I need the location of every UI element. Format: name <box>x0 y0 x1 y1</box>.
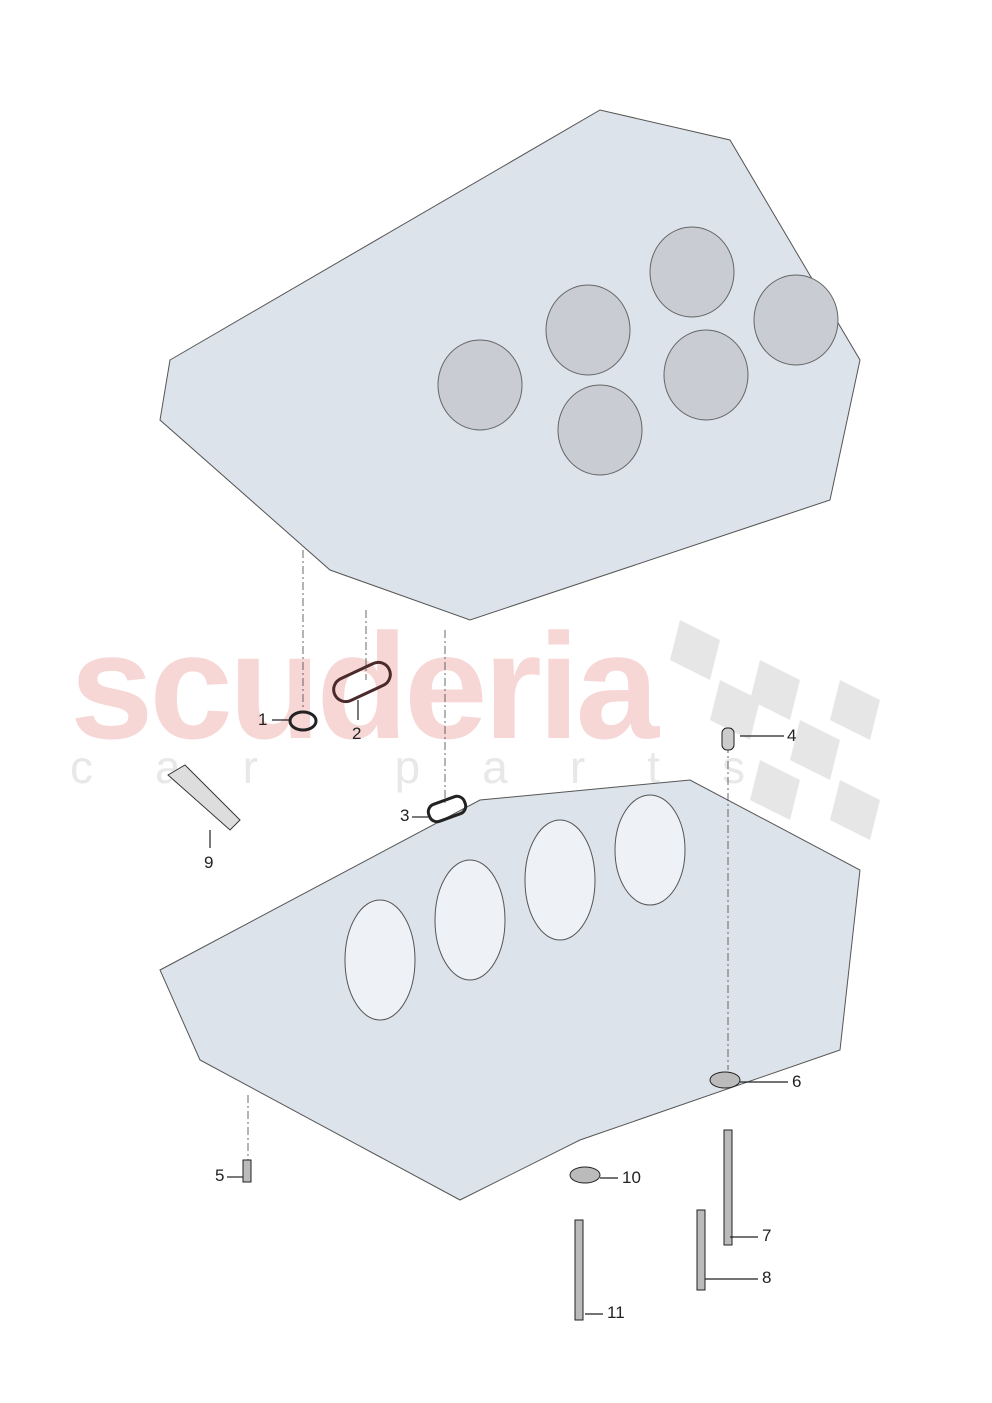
sleeve-4 <box>721 727 735 751</box>
callout-10[interactable]: 10 <box>622 1168 641 1187</box>
callout-2[interactable]: 2 <box>352 724 362 743</box>
callout-8[interactable]: 8 <box>762 1268 772 1287</box>
sealant-tube-9 <box>167 764 241 831</box>
gasket-3 <box>426 794 468 824</box>
o-ring-1 <box>288 710 318 732</box>
callout-3[interactable]: 3 <box>400 806 410 825</box>
crankcase-lower <box>159 779 861 1201</box>
callout-11[interactable]: 11 <box>607 1303 625 1322</box>
callout-9[interactable]: 9 <box>204 853 214 872</box>
callout-5[interactable]: 5 <box>215 1166 225 1185</box>
callout-1[interactable]: 1 <box>258 710 268 729</box>
bolts <box>242 1071 741 1321</box>
callout-4[interactable]: 4 <box>787 726 797 745</box>
callout-7[interactable]: 7 <box>762 1226 772 1245</box>
gasket-2 <box>332 660 392 704</box>
engine-block <box>159 109 861 621</box>
checkered-flag-icon <box>670 620 880 840</box>
watermark-brand: scuderia <box>70 602 659 770</box>
callout-6[interactable]: 6 <box>792 1072 802 1091</box>
